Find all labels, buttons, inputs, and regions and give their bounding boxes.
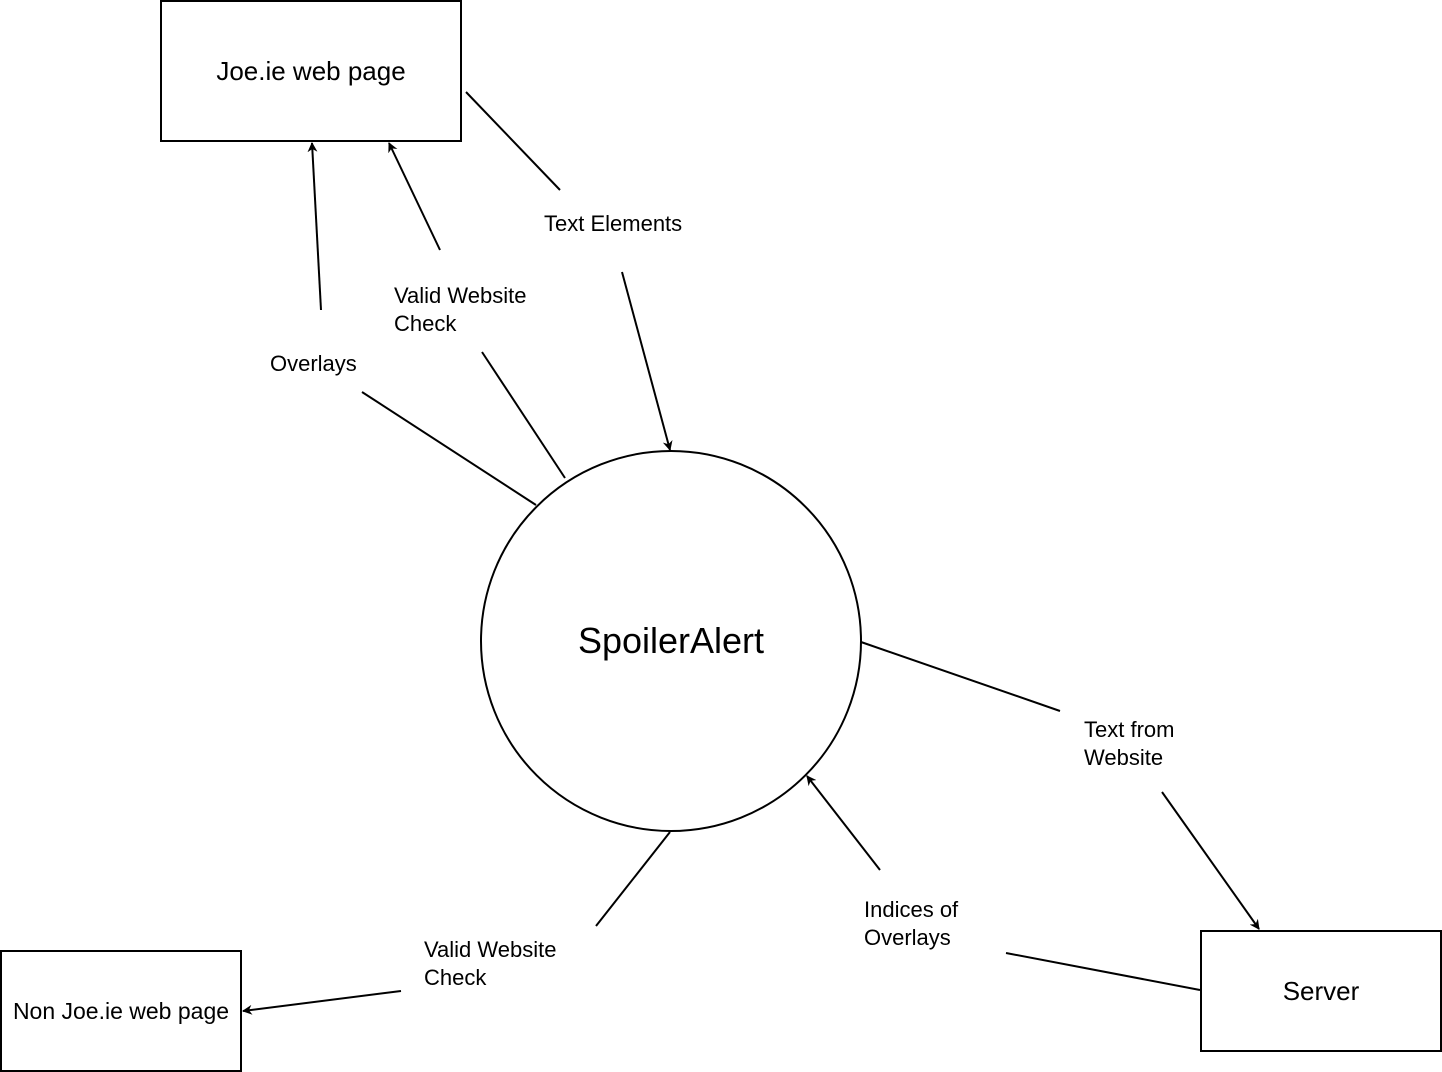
non-joe-ie-web-page-label: Non Joe.ie web page [12,997,230,1024]
indices-line1: Indices of [864,897,959,922]
valid-check-top-arrow [388,142,441,251]
valid-check-bottom-flow-label: Valid Website Check [424,936,556,992]
spoileralert-label: SpoilerAlert [577,620,765,661]
indices-connector [1005,952,1201,991]
valid-check-bottom-line1: Valid Website [424,937,557,962]
valid-check-top-line1: Valid Website [394,283,527,308]
spoileralert-process[interactable]: SpoilerAlert [480,450,862,832]
valid-check-bottom-connector [595,831,671,927]
indices-of-overlays-flow-label: Indices of Overlays [864,896,958,952]
overlays-connector [361,391,537,506]
text-from-website-flow-label: Text from Website [1084,716,1174,772]
text-elements-text: Text Elements [544,211,683,236]
valid-check-bottom-arrow [242,990,402,1015]
non-joe-ie-web-page-entity[interactable]: Non Joe.ie web page [0,950,242,1072]
overlays-arrow [307,142,322,311]
indices-line2: Overlays [864,925,951,950]
text-from-website-line2: Website [1084,745,1164,770]
valid-check-top-connector [481,351,566,479]
text-from-website-arrow [1161,791,1260,930]
valid-check-top-flow-label: Valid Website Check [394,282,526,338]
valid-check-bottom-line2: Check [424,965,487,990]
text-from-website-line1: Text from [1084,717,1175,742]
text-from-website-connector [860,641,1061,712]
indices-arrow [806,775,881,871]
joe-ie-web-page-label: Joe.ie web page [216,55,406,86]
text-elements-flow-label: Text Elements [544,210,682,238]
server-entity[interactable]: Server [1200,930,1442,1052]
server-label: Server [1282,975,1360,1006]
valid-check-top-line2: Check [394,311,457,336]
text-elements-connector [465,91,561,191]
overlays-flow-label: Overlays [270,350,357,378]
overlays-text: Overlays [270,351,357,376]
joe-ie-web-page-entity[interactable]: Joe.ie web page [160,0,462,142]
text-elements-arrow [621,271,673,451]
